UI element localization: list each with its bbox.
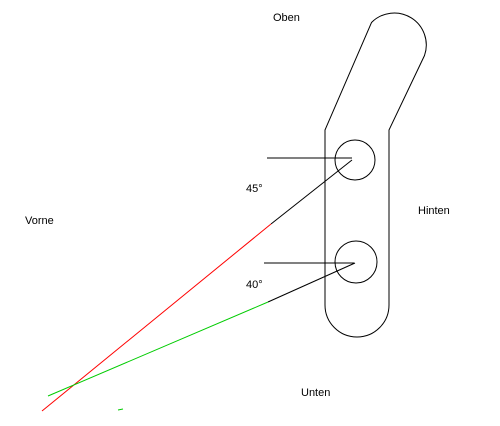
- label-back: Hinten: [418, 205, 450, 217]
- lower-angle-line-green: [47, 301, 269, 397]
- upper-angle-line-red: [41, 223, 272, 412]
- label-angle-upper: 45°: [246, 183, 263, 195]
- bracket-outline: [324, 12, 427, 338]
- lower-hole: [334, 240, 378, 284]
- label-bottom: Unten: [301, 387, 330, 399]
- label-top: Oben: [273, 12, 300, 24]
- lower-angle-line-black: [267, 262, 356, 303]
- upper-hole: [334, 139, 376, 181]
- label-front: Vorne: [25, 215, 54, 227]
- upper-angle-line-black: [270, 159, 353, 225]
- label-angle-lower: 40°: [246, 279, 263, 291]
- green-tick-mark: [117, 408, 124, 411]
